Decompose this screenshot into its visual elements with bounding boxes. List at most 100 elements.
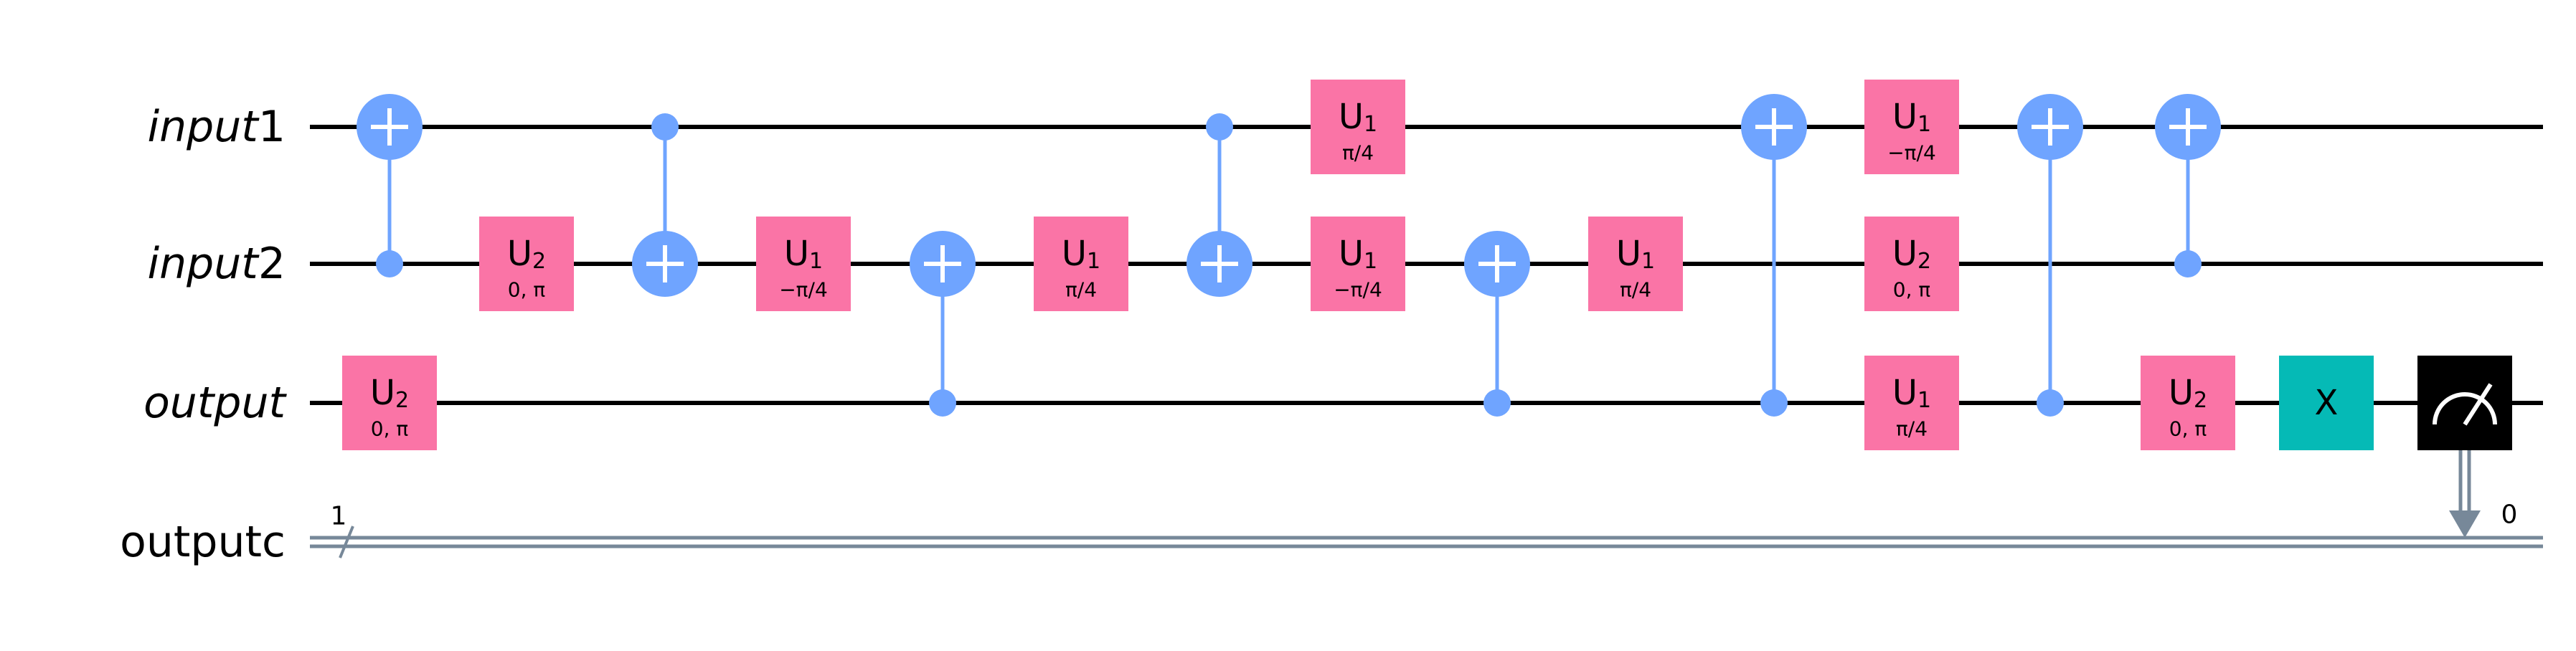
measure-box (2417, 356, 2512, 450)
u-gate-subscript: 2 (2194, 388, 2207, 413)
clbit-width-label: 1 (331, 502, 347, 531)
u-gate-subscript: 1 (1364, 112, 1377, 137)
u-gate-letter: U (1892, 234, 1917, 274)
u-gate-param: π/4 (1620, 278, 1651, 302)
meter-arc-icon (2433, 392, 2497, 425)
gate-u-2[interactable]: U2 0, π (479, 217, 574, 311)
u-gate-param: 0, π (508, 278, 546, 302)
gate-u-15[interactable]: U1 π/4 (1864, 356, 1959, 450)
measure-cbit-index: 0 (2501, 500, 2518, 530)
u-gate-param: −π/4 (1887, 141, 1936, 165)
u-gate-letter: U (784, 234, 809, 274)
qubit-label-q1: input2 (147, 239, 286, 289)
gate-x-19[interactable]: X (2279, 356, 2374, 450)
u-gate-box (1864, 217, 1959, 311)
u-gate-letter: U (1892, 373, 1917, 413)
u-gate-box (1864, 356, 1959, 450)
u-gate-box (756, 217, 851, 311)
u-gate-param: 0, π (2169, 417, 2207, 441)
clbit-bundle-slash (339, 526, 354, 559)
u-gate-letter: U (1339, 97, 1364, 137)
gate-cx-3[interactable] (632, 113, 698, 297)
gate-u-8[interactable]: U1 π/4 (1311, 80, 1405, 174)
u-gate-subscript: 2 (1917, 249, 1931, 274)
qubit-label-index: 1 (258, 102, 286, 152)
gate-u-1[interactable]: U2 0, π (342, 356, 437, 450)
control-dot (929, 389, 956, 417)
gate-u-4[interactable]: U1 −π/4 (756, 217, 851, 311)
gate-cx-17[interactable] (2155, 94, 2221, 277)
u-gate-name: U1 (1616, 234, 1655, 274)
gate-cx-5[interactable] (910, 231, 976, 417)
u-gate-param: π/4 (1342, 141, 1374, 165)
u-gate-letter: U (1892, 97, 1917, 137)
control-dot (1206, 113, 1233, 141)
gate-u-11[interactable]: U1 π/4 (1588, 217, 1683, 311)
u-gate-param: 0, π (371, 417, 409, 441)
u-gate-name: U1 (1892, 373, 1931, 413)
control-dot (1483, 389, 1511, 417)
gate-measure-20[interactable] (2417, 356, 2512, 538)
gate-cx-12[interactable] (1741, 94, 1807, 417)
u-gate-name: U1 (1339, 97, 1377, 137)
u-gate-name: U2 (2169, 373, 2207, 413)
u-gate-name: U2 (370, 373, 409, 413)
u-gate-subscript: 2 (395, 388, 409, 413)
qubit-label-index: 2 (258, 239, 286, 289)
u-gate-letter: U (1339, 234, 1364, 274)
u-gate-name: U1 (784, 234, 823, 274)
u-gate-box (1311, 217, 1405, 311)
u-gate-subscript: 1 (1087, 249, 1100, 274)
control-dot (376, 250, 403, 277)
gate-cx-10[interactable] (1464, 231, 1530, 417)
gate-cx-7[interactable] (1186, 113, 1252, 297)
u-gate-name: U2 (507, 234, 546, 274)
u-gate-box (1034, 217, 1128, 311)
u-gate-subscript: 1 (809, 249, 823, 274)
u-gate-name: U1 (1062, 234, 1100, 274)
qubit-label-base: input (147, 102, 260, 152)
u-gate-subscript: 1 (1364, 249, 1377, 274)
qubit-label-q2: output (143, 378, 287, 428)
u-gate-param: π/4 (1896, 417, 1928, 441)
gate-cx-0[interactable] (357, 94, 423, 277)
meter-needle-icon (2463, 383, 2493, 426)
u-gate-name: U1 (1339, 234, 1377, 274)
u-gate-subscript: 1 (1917, 388, 1931, 413)
x-gate-label: X (2315, 383, 2339, 423)
control-dot (651, 113, 679, 141)
x-gate-box (2279, 356, 2374, 450)
qubit-label-q0: input1 (147, 102, 286, 152)
u-gate-name: U1 (1892, 97, 1931, 137)
gate-u-9[interactable]: U1 −π/4 (1311, 217, 1405, 311)
u-gate-box (479, 217, 574, 311)
u-gate-letter: U (1616, 234, 1641, 274)
qubit-label-base: output (143, 378, 287, 428)
u-gate-letter: U (370, 373, 395, 413)
control-dot (2174, 250, 2202, 277)
u-gate-subscript: 1 (1917, 112, 1931, 137)
gate-cx-16[interactable] (2017, 94, 2083, 417)
u-gate-box (342, 356, 437, 450)
u-gate-box (1588, 217, 1683, 311)
u-gate-letter: U (2169, 373, 2194, 413)
u-gate-param: −π/4 (1334, 278, 1382, 302)
u-gate-subscript: 2 (532, 249, 546, 274)
u-gate-box (1311, 80, 1405, 174)
u-gate-box (2141, 356, 2235, 450)
u-gate-param: −π/4 (779, 278, 828, 302)
gate-u-18[interactable]: U2 0, π (2141, 356, 2235, 450)
gate-u-14[interactable]: U2 0, π (1864, 217, 1959, 311)
control-dot (1760, 389, 1788, 417)
clbit-label-c0: outputc (120, 517, 286, 567)
u-gate-letter: U (1062, 234, 1087, 274)
u-gate-param: π/4 (1065, 278, 1097, 302)
u-gate-letter: U (507, 234, 532, 274)
gate-u-6[interactable]: U1 π/4 (1034, 217, 1128, 311)
u-gate-name: U2 (1892, 234, 1931, 274)
control-dot (2037, 389, 2064, 417)
u-gate-param: 0, π (1893, 278, 1931, 302)
u-gate-subscript: 1 (1641, 249, 1655, 274)
gate-u-13[interactable]: U1 −π/4 (1864, 80, 1959, 174)
